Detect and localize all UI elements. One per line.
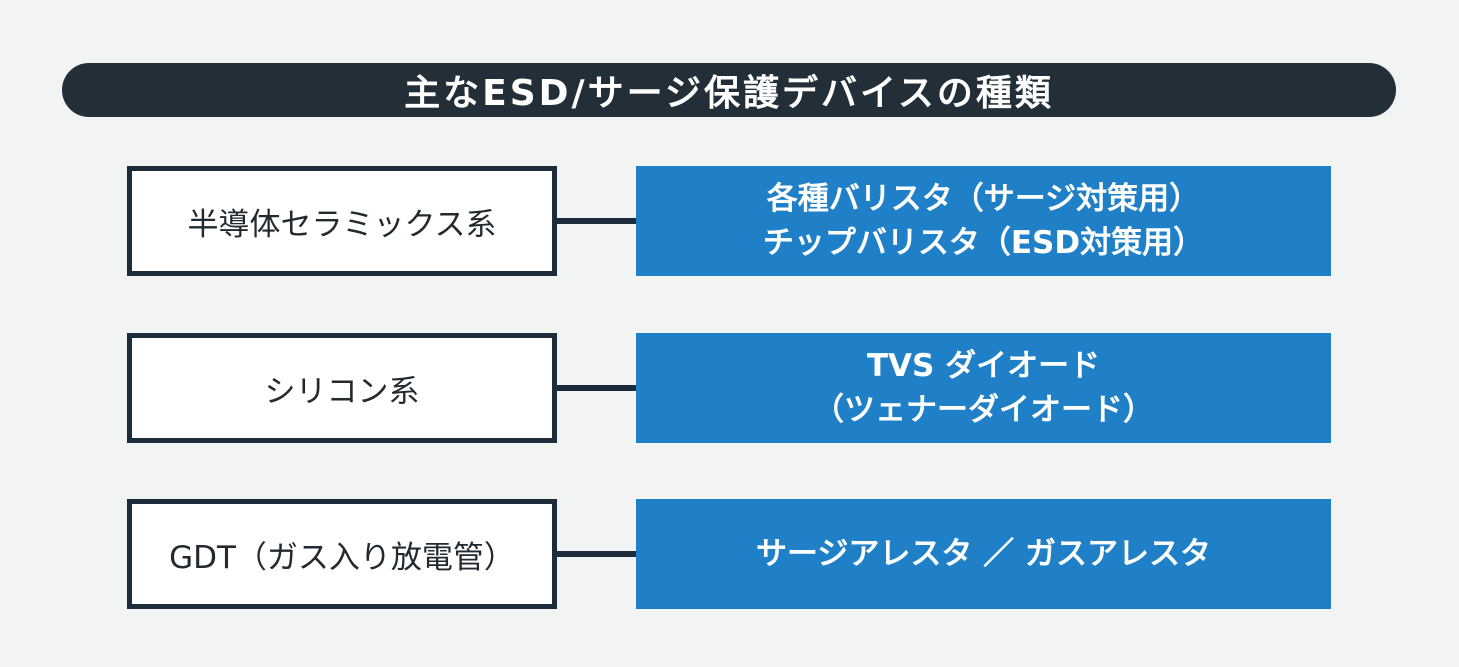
device-label: サージアレスタ ／ ガスアレスタ <box>756 536 1211 572</box>
category-box: GDT（ガス入り放電管） <box>127 499 557 609</box>
device-box: 各種バリスタ（サージ対策用） チップバリスタ（ESD対策用） <box>636 166 1331 276</box>
device-row-silicon: シリコン系 TVS ダイオード （ツェナーダイオード） <box>127 333 1331 443</box>
connector-line <box>557 385 637 391</box>
device-label: チップバリスタ（ESD対策用） <box>762 225 1205 261</box>
device-row-gdt: GDT（ガス入り放電管） サージアレスタ ／ ガスアレスタ <box>127 499 1331 609</box>
diagram-title: 主なESD/サージ保護デバイスの種類 <box>62 63 1396 117</box>
category-box: シリコン系 <box>127 333 557 443</box>
device-box: TVS ダイオード （ツェナーダイオード） <box>636 333 1331 443</box>
connector-line <box>557 218 637 224</box>
device-label: （ツェナーダイオード） <box>813 392 1154 428</box>
device-label: TVS ダイオード <box>866 348 1101 384</box>
device-box: サージアレスタ ／ ガスアレスタ <box>636 499 1331 609</box>
category-box: 半導体セラミックス系 <box>127 166 557 276</box>
device-label: 各種バリスタ（サージ対策用） <box>766 181 1201 217</box>
connector-line <box>557 551 637 557</box>
device-row-semiconductor-ceramics: 半導体セラミックス系 各種バリスタ（サージ対策用） チップバリスタ（ESD対策用… <box>127 166 1331 276</box>
